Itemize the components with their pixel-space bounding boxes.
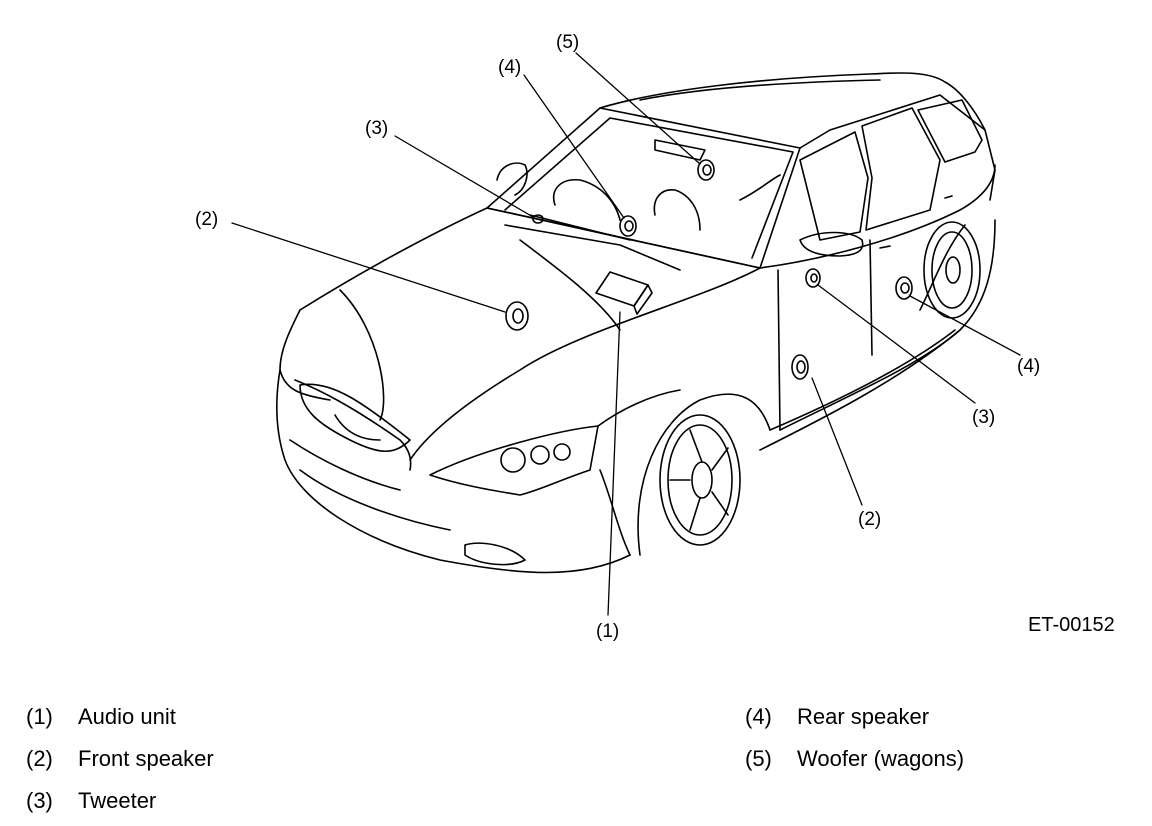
callout-3-tweeter-right: (3) [972, 407, 996, 428]
callout-2-front-speaker-right: (2) [858, 509, 882, 530]
speaker-markers [505, 159, 913, 380]
car-body-outline [275, 72, 996, 574]
callout-5-woofer: (5) [556, 32, 580, 53]
legend-item-woofer: (5) Woofer (wagons) [745, 748, 964, 770]
legend-number: (5) [745, 746, 772, 771]
front-right-speaker-marker [791, 354, 809, 380]
legend-number: (4) [745, 704, 772, 729]
rear-speaker-right-marker [895, 276, 913, 300]
rear-speaker-left-marker [619, 215, 637, 237]
woofer-marker [697, 159, 715, 181]
legend-item-rear-speaker: (4) Rear speaker [745, 706, 929, 728]
callout-1-audio-unit: (1) [596, 621, 620, 642]
tweeter-left-marker [532, 214, 544, 224]
legend-text: Audio unit [78, 704, 176, 729]
callout-4-rear-speaker-left: (4) [498, 57, 522, 78]
callout-4-rear-speaker-right: (4) [1017, 356, 1041, 377]
legend-text: Woofer (wagons) [797, 746, 965, 771]
legend-item-tweeter: (3) Tweeter [26, 790, 156, 812]
legend-text: Tweeter [78, 788, 157, 813]
callout-3-tweeter-left: (3) [365, 118, 389, 139]
legend-text: Rear speaker [797, 704, 930, 729]
legend-item-front-speaker: (2) Front speaker [26, 748, 214, 770]
legend-number: (1) [26, 704, 53, 729]
legend-number: (3) [26, 788, 53, 813]
figure-id: ET-00152 [1028, 614, 1115, 636]
tweeter-right-marker [805, 268, 821, 288]
callout-2-front-speaker-left: (2) [195, 209, 219, 230]
front-left-speaker-marker [505, 301, 529, 331]
legend-item-audio-unit: (1) Audio unit [26, 706, 176, 728]
leader-lines [231, 52, 1021, 616]
audio-unit-box [595, 271, 653, 315]
legend-text: Front speaker [78, 746, 214, 771]
legend-number: (2) [26, 746, 53, 771]
car-speaker-diagram [231, 52, 1021, 616]
